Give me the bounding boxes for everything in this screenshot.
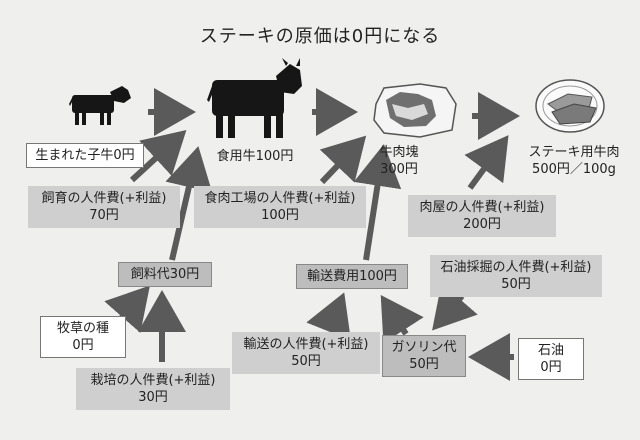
plant-labor-price: 100円	[261, 208, 299, 223]
steak-label: ステーキ用牛肉 500円／100g	[514, 144, 634, 178]
transport-labor-box: 輸送の人件費(+利益) 50円	[232, 332, 380, 374]
transport-text: 輸送費用100円	[307, 269, 397, 284]
arrow-oillabor-to-gasoline	[432, 283, 478, 331]
gasoline-name: ガソリン代	[391, 340, 457, 355]
rearing-labor-name: 飼育の人件費(+利益)	[41, 191, 167, 206]
steak-plate-icon	[535, 79, 605, 133]
block-label: 牛肉塊 300円	[366, 144, 432, 178]
arrow-gasoline-to-transport	[380, 294, 424, 344]
oil-labor-name: 石油採掘の人件費(+利益)	[440, 260, 592, 275]
cultivation-labor-box: 栽培の人件費(+利益) 30円	[76, 368, 230, 410]
butcher-labor-name: 肉屋の人件費(+利益)	[419, 200, 545, 215]
butcher-labor-box: 肉屋の人件費(+利益) 200円	[408, 195, 556, 237]
seed-box: 牧草の種 0円	[40, 316, 126, 358]
plant-labor-box: 食肉工場の人件費(+利益) 100円	[194, 186, 366, 228]
plant-labor-name: 食肉工場の人件費(+利益)	[204, 191, 356, 206]
feed-box: 飼料代30円	[118, 262, 212, 287]
beef-block-icon	[373, 83, 457, 138]
feed-text: 飼料代30円	[130, 267, 200, 282]
cow-icon	[207, 58, 302, 138]
transport-labor-name: 輸送の人件費(+利益)	[243, 337, 369, 352]
gasoline-price: 50円	[409, 357, 439, 372]
transport-labor-price: 50円	[291, 354, 321, 369]
calf-icon	[69, 86, 131, 125]
oil-box: 石油 0円	[518, 338, 584, 380]
block-name: 牛肉塊	[379, 145, 419, 160]
cow-label: 食用牛100円	[200, 148, 310, 165]
calf-box: 生まれた子牛0円	[26, 143, 144, 168]
oil-labor-box: 石油採掘の人件費(+利益) 50円	[430, 255, 602, 297]
cultivation-labor-name: 栽培の人件費(+利益)	[90, 373, 216, 388]
oil-name: 石油	[537, 343, 564, 358]
rearing-labor-box: 飼育の人件費(+利益) 70円	[28, 186, 180, 228]
transport-box: 輸送費用100円	[296, 264, 408, 289]
seed-name: 牧草の種	[56, 321, 109, 336]
gasoline-box: ガソリン代 50円	[382, 335, 466, 377]
steak-name: ステーキ用牛肉	[528, 145, 620, 160]
diagram-title: ステーキの原価は0円になる	[199, 26, 441, 47]
rearing-labor-price: 70円	[89, 208, 119, 223]
oil-labor-price: 50円	[501, 277, 531, 292]
arrow-transportlabor-to-transport	[306, 292, 351, 341]
arrow-butcher-to-steak	[464, 135, 509, 190]
arrow-transport-to-block	[353, 144, 402, 261]
cow-text: 食用牛100円	[216, 149, 294, 164]
seed-price: 0円	[72, 338, 94, 353]
arrow-feed-to-cow	[165, 146, 213, 261]
steak-price: 500円／100g	[532, 162, 616, 177]
block-price: 300円	[380, 162, 418, 177]
oil-price: 0円	[540, 360, 562, 375]
butcher-labor-price: 200円	[463, 217, 501, 232]
arrow-rearing-to-cow	[129, 129, 187, 183]
cultivation-labor-price: 30円	[138, 390, 168, 405]
calf-text: 生まれた子牛0円	[35, 148, 135, 163]
arrow-plant-to-block	[319, 135, 367, 185]
